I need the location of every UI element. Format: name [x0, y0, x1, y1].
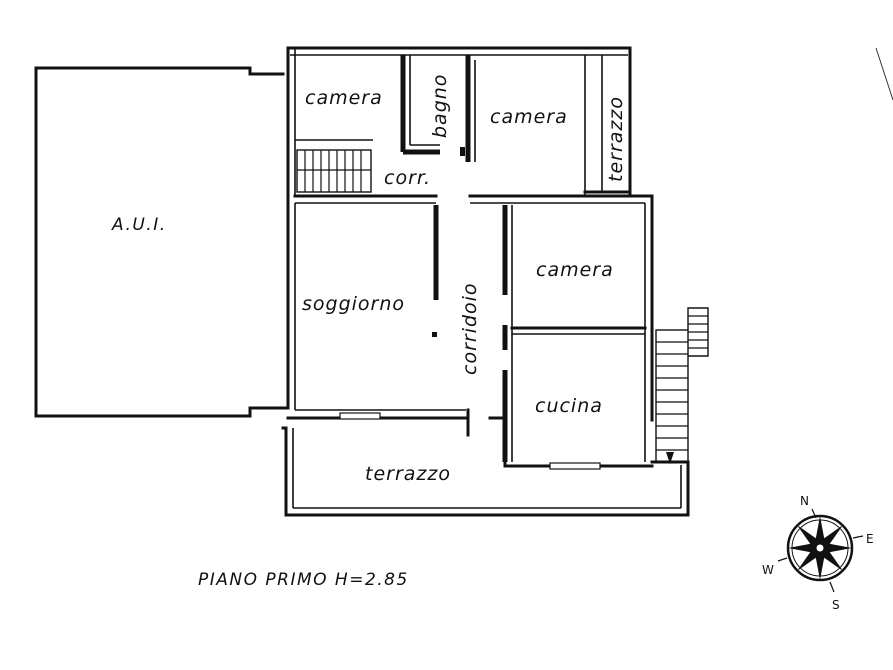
interior-walls-middle [294, 147, 647, 462]
plan-caption: PIANO PRIMO H=2.85 [198, 570, 409, 590]
room-label-cucina: cucina [535, 395, 603, 417]
compass-s-label: S [832, 598, 840, 612]
interior-walls-bottom [286, 408, 654, 470]
interior-walls-top [293, 55, 654, 462]
room-label-terrazzo-bottom: terrazzo [365, 463, 451, 485]
stairs-right [655, 307, 709, 464]
terrace-bottom [281, 426, 690, 517]
compass-w-label: W [762, 563, 774, 577]
page-edge [875, 47, 893, 101]
compass-e-label: E [866, 532, 874, 546]
room-label-camera-top-right: camera [490, 106, 568, 128]
room-label-soggiorno: soggiorno [302, 293, 405, 315]
stairs-top-left [296, 149, 372, 193]
room-label-camera-top-left: camera [305, 87, 383, 109]
room-label-camera-right: camera [536, 259, 614, 281]
room-label-aui: A.U.I. [111, 215, 167, 235]
room-label-bagno: bagno [429, 74, 451, 138]
compass-rose-icon [777, 508, 864, 593]
room-label-corr: corr. [384, 167, 431, 189]
compass-n-label: N [800, 494, 809, 508]
aui-block [34, 66, 285, 418]
room-label-corridoio: corridoio [459, 282, 481, 375]
room-label-terrazzo-side: terrazzo [605, 96, 627, 182]
